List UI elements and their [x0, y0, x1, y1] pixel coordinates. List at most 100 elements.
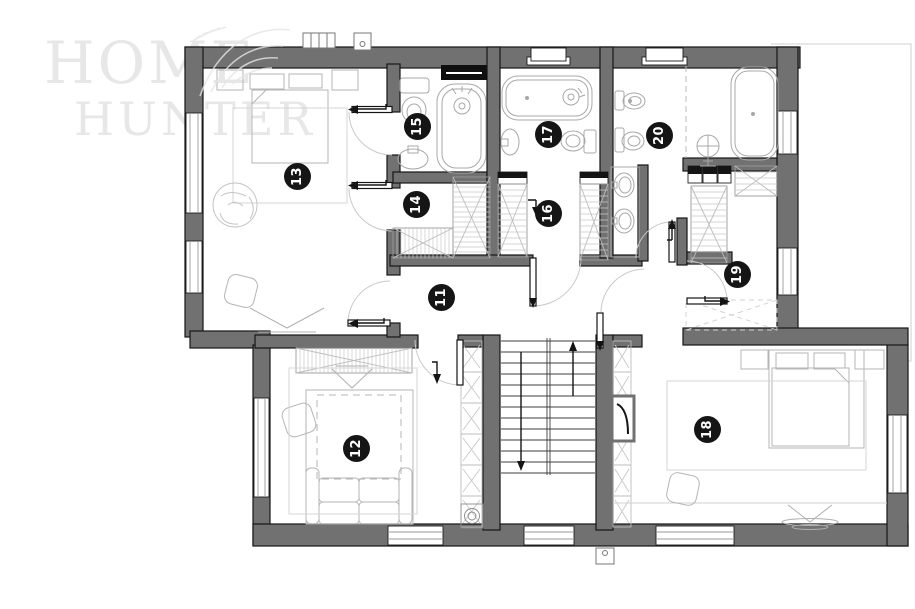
window-top-2 — [641, 47, 688, 66]
room-badge-18: 18 — [694, 416, 721, 443]
wardrobe-room14-bottom — [392, 227, 454, 259]
bathroom-fixtures — [397, 65, 779, 258]
rug-room13 — [232, 107, 348, 204]
wall-15-14 — [392, 171, 488, 184]
wall-stair-right — [595, 334, 614, 531]
wardrobe-room19-bottom — [685, 299, 778, 331]
wardrobe-room14-right — [452, 176, 491, 259]
wardrobes — [295, 165, 778, 374]
window-bottom-1 — [387, 525, 444, 546]
ceiling-fan-room13 — [212, 182, 258, 228]
door-room15 — [348, 104, 393, 156]
double-sink-vanity — [610, 166, 640, 258]
shelving-columns — [460, 340, 636, 529]
window-bottom-2 — [523, 525, 575, 546]
tv-room13 — [249, 307, 325, 333]
door-room19 — [635, 219, 676, 263]
room-badge-20: 20 — [646, 122, 673, 149]
tv-room12 — [331, 365, 373, 389]
boiler — [460, 503, 484, 529]
door-stair-hall — [596, 268, 645, 351]
room-number: 15 — [410, 116, 425, 137]
room-number: 14 — [409, 194, 424, 215]
bed-room18 — [740, 349, 885, 449]
sink-room15 — [397, 145, 429, 170]
door-room18 — [686, 260, 730, 306]
room-number: 18 — [700, 419, 715, 440]
stair-arrow-down — [517, 352, 525, 471]
room-number: 11 — [434, 287, 449, 308]
armchair-room18 — [666, 472, 700, 506]
sink-room17 — [500, 128, 520, 156]
armchair-room12 — [281, 402, 317, 438]
room-badge-19: 19 — [724, 261, 751, 288]
wardrobe-room16-right — [579, 171, 609, 261]
bed-sofa-room12 — [305, 389, 414, 525]
wardrobe-room19-right — [734, 165, 778, 197]
radiator — [302, 32, 336, 49]
bathtub-room20 — [730, 66, 779, 161]
room-number: 17 — [541, 124, 556, 145]
rug-room12 — [288, 367, 418, 515]
watermark-leaf — [189, 26, 291, 97]
wall-vanity-right — [637, 164, 649, 262]
stair-arrow-up — [569, 341, 577, 396]
windows — [185, 47, 908, 546]
door-room12 — [414, 339, 464, 386]
room-badge-11: 11 — [428, 284, 455, 311]
bidet-room20 — [614, 90, 646, 111]
toilet-room17 — [560, 129, 597, 154]
wall-bottom — [252, 523, 909, 547]
rug-room18 — [666, 380, 867, 471]
door-room13 — [347, 280, 391, 328]
room-number: 12 — [349, 438, 364, 459]
window-top-1 — [526, 47, 571, 66]
window-room18-right — [887, 414, 908, 494]
window-room12-left — [253, 397, 270, 498]
window-right-2 — [777, 247, 798, 296]
exterior-items — [302, 32, 615, 565]
wall-stair-left — [482, 334, 501, 531]
stair-treads — [501, 340, 595, 474]
room-number: 20 — [652, 125, 667, 146]
wardrobe-room16-left — [497, 171, 528, 258]
doors — [347, 104, 730, 386]
shelf-room15 — [441, 65, 487, 80]
shower-room20 — [696, 134, 720, 167]
window-right-1 — [777, 110, 798, 155]
room-number: 16 — [541, 203, 556, 224]
bed-room13 — [216, 69, 359, 164]
shelf-column-left — [460, 340, 483, 528]
door-room14 — [348, 180, 393, 232]
room-badge-15: 15 — [404, 113, 431, 140]
window-left-1 — [185, 112, 203, 214]
shaft-niche — [610, 394, 636, 443]
bathtub-room17 — [501, 75, 593, 121]
stair-center-rail — [546, 338, 551, 475]
wardrobe-room19-top-boxes — [687, 165, 732, 184]
room-number: 19 — [730, 264, 745, 285]
furniture — [212, 69, 887, 530]
wardrobe-room19-column — [690, 185, 728, 264]
room-badge-13: 13 — [284, 163, 311, 190]
room-number: 13 — [290, 166, 305, 187]
armchair-room13 — [224, 274, 258, 308]
room-badge-17: 17 — [535, 121, 562, 148]
wall-13-15a — [386, 63, 401, 113]
wardrobe-room12-top — [295, 347, 413, 374]
room-badge-14: 14 — [403, 191, 430, 218]
window-left-2 — [185, 240, 203, 294]
doorbell-box — [595, 547, 615, 565]
wall-13-14 — [386, 229, 401, 276]
toilet-room20 — [614, 127, 645, 153]
room-badge-12: 12 — [343, 435, 370, 462]
wall-17-20 — [599, 46, 614, 259]
staircase — [501, 338, 595, 475]
bathtub-room15 — [436, 83, 487, 174]
ceiling-light-room18 — [781, 504, 839, 530]
wall-top-room18 — [682, 327, 909, 346]
room-badge-16: 16 — [535, 200, 562, 227]
vent-box — [353, 32, 372, 51]
